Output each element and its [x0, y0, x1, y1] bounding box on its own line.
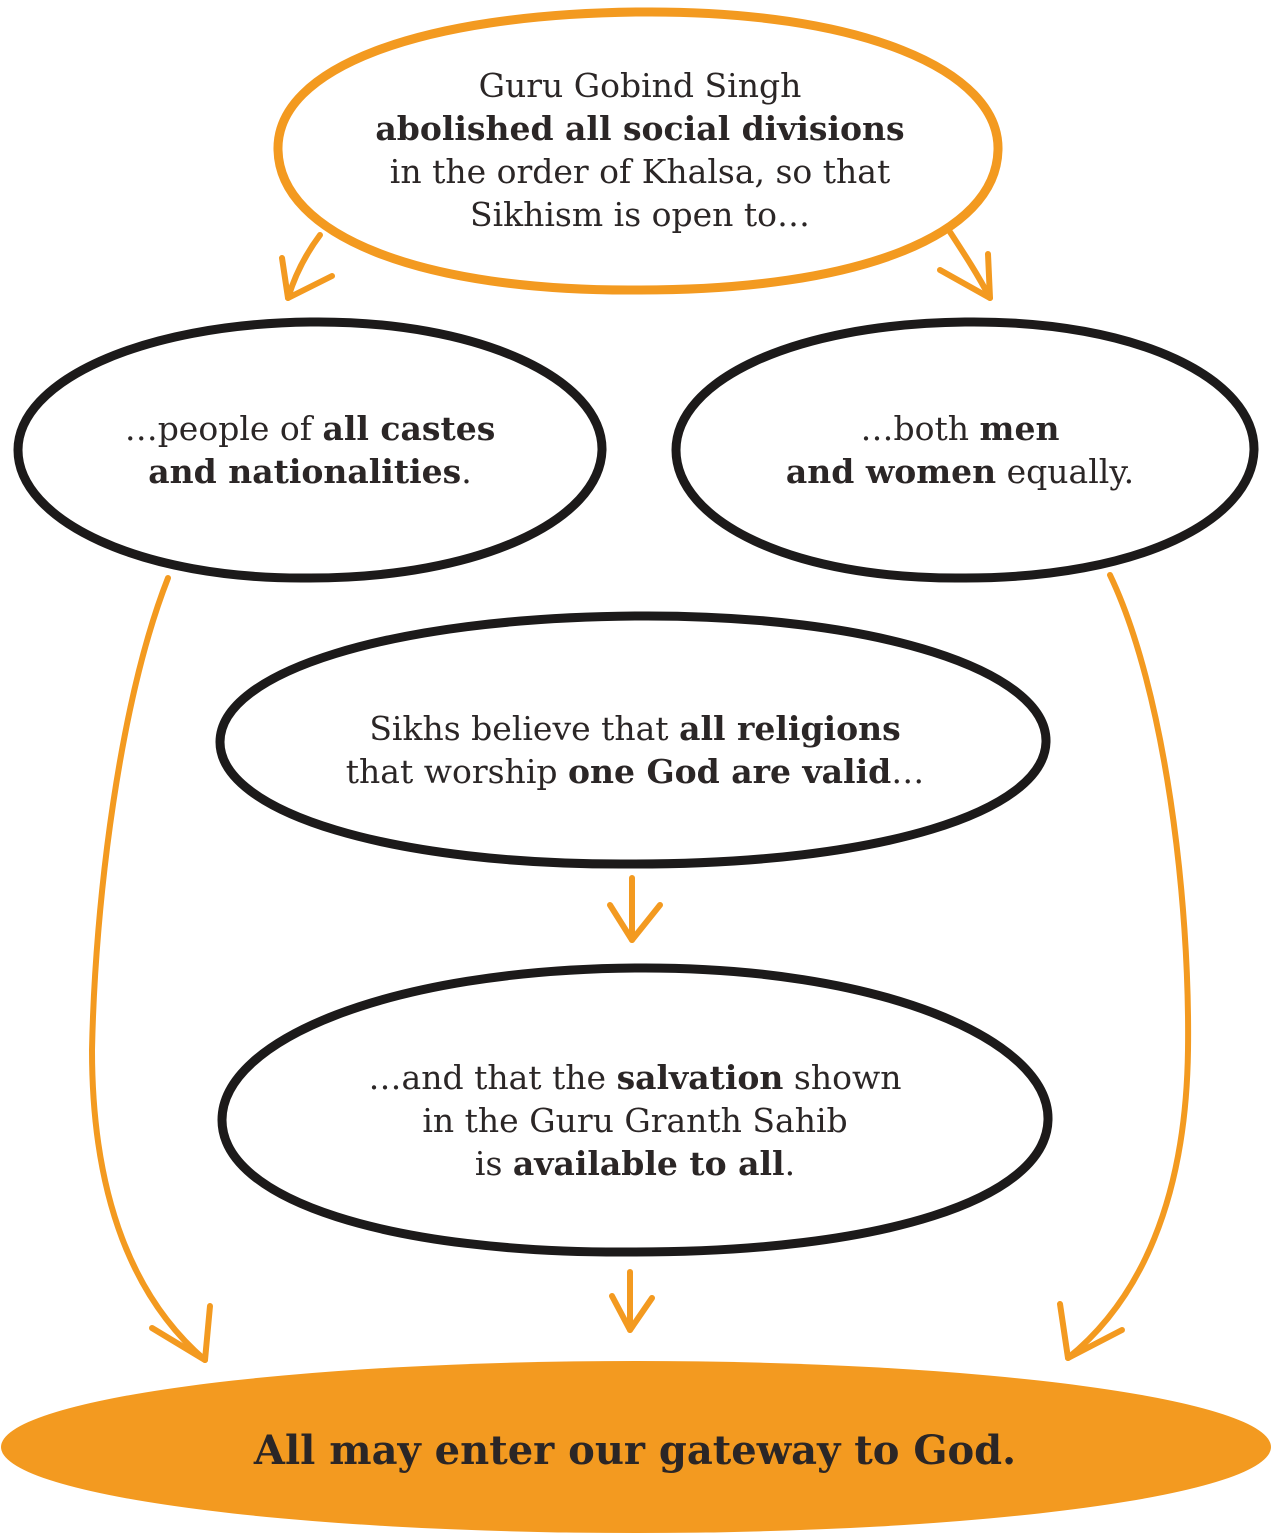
left-node-line-2-post: . — [461, 452, 472, 491]
left-node-text: …people of all castes and nationalities. — [60, 405, 560, 495]
lower-node-line-3-bold: available to all — [512, 1143, 785, 1183]
left-node-line-2-bold: and nationalities — [148, 452, 462, 491]
right-node-line-1-bold: men — [979, 409, 1060, 448]
lower-node-line-1-post: shown — [783, 1057, 902, 1097]
top-node-outline — [273, 7, 1003, 295]
arrow-right-to-bottom-head — [1057, 1301, 1125, 1361]
middle-node-line-1-bold: all religions — [679, 709, 901, 748]
lower-node-line-2: in the Guru Granth Sahib — [422, 1100, 848, 1140]
right-node-line-2-post: equally. — [996, 452, 1135, 491]
arrow-top-to-right-head — [937, 251, 993, 301]
lower-node-text: …and that the salvation shown in the Gur… — [240, 1050, 1030, 1190]
middle-node-line-2-bold: one God are valid — [567, 752, 892, 791]
top-node-line-4: Sikhism is open to… — [469, 195, 811, 234]
arrow-top-to-left-head — [279, 255, 335, 301]
middle-node-line-1-pre: Sikhs believe that — [369, 709, 680, 748]
arrow-left-to-bottom-head — [149, 1303, 213, 1363]
arrow-lower-to-bottom-head — [609, 1293, 655, 1333]
top-node-line-1: Guru Gobind Singh — [478, 66, 802, 105]
arrow-left-to-bottom — [88, 575, 208, 1363]
right-node-text: …both men and women equally. — [700, 405, 1220, 495]
middle-node-line-2-pre: that worship — [345, 752, 568, 791]
left-node-line-1-bold: all castes — [322, 409, 496, 448]
bottom-node-fill — [1, 1361, 1271, 1533]
lower-node-line-1-pre: …and that the — [368, 1057, 617, 1097]
left-node-line-1-pre: …people of — [124, 409, 323, 448]
middle-node-line-2-post: … — [891, 752, 925, 791]
bottom-node-text: All may enter our gateway to God. — [60, 1410, 1210, 1490]
right-node-outline — [671, 317, 1259, 583]
top-node-text: Guru Gobind Singh abolished all social d… — [300, 65, 980, 235]
top-node-line-2-bold: abolished all social divisions — [375, 109, 905, 148]
arrow-middle-to-lower-head — [607, 902, 663, 943]
middle-node-outline — [215, 611, 1051, 869]
lower-node-line-3-post: . — [784, 1143, 796, 1183]
lower-node-outline — [217, 963, 1053, 1257]
right-node-line-1-pre: …both — [860, 409, 980, 448]
right-node-line-2-bold: and women — [785, 452, 997, 491]
arrow-right-to-bottom — [1065, 572, 1192, 1361]
lower-node-line-1-bold: salvation — [616, 1057, 784, 1097]
middle-node-text: Sikhs believe that all religions that wo… — [240, 700, 1030, 800]
bottom-node-caption: All may enter our gateway to God. — [253, 1426, 1017, 1474]
arrow-top-to-right — [947, 229, 993, 301]
lower-node-line-3-pre: is — [474, 1143, 513, 1183]
top-node-line-3: in the order of Khalsa, so that — [389, 152, 891, 191]
left-node-outline — [13, 317, 607, 583]
